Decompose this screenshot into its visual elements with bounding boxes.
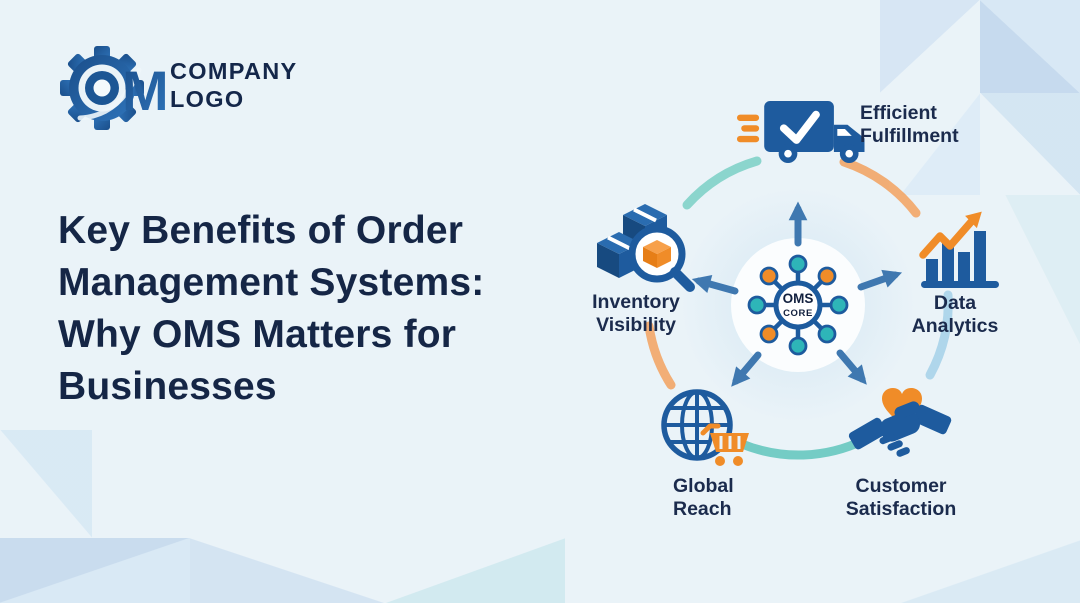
company-logo: M COMPANY LOGO [52,42,382,137]
company-name: COMPANY LOGO [170,57,297,114]
shopping-cart-icon [700,423,749,466]
magnifier-icon [628,225,695,292]
benefit-label-inventory-visibility: Inventory Visibility [592,291,680,336]
logo-monogram-letter: M [122,59,169,122]
background-triangle [385,538,565,603]
company-name-line1: COMPANY [170,58,298,84]
handshake-heart-icon [848,388,952,457]
company-name-line2: LOGO [170,86,245,113]
oms-benefits-diagram: OMS CORE [555,75,1080,603]
globe-shopping-cart-icon [661,389,749,466]
hub-arrows [691,201,903,387]
gear-monogram-icon: M [60,46,169,130]
benefit-label-efficient-fulfillment: Efficient Fulfillment [860,102,959,147]
arrow-to-global [731,351,762,387]
delivery-truck-check-icon [737,101,865,164]
background-triangle [0,430,92,538]
background-triangle [0,538,190,603]
hub-core-label-line1: OMS [783,291,814,306]
benefit-label-data-analytics: Data Analytics [911,292,999,337]
arrow-to-analytics [857,269,903,291]
arrow-to-satisfaction [836,349,867,385]
background-triangle [190,538,385,603]
benefit-label-global-reach: Global Reach [673,475,734,520]
oms-core-hub-icon: OMS CORE [747,254,849,356]
inventory-boxes-magnifier-icon [597,204,695,292]
growth-bar-chart-icon [919,211,999,288]
hub-core-label-line2: CORE [783,308,813,319]
arrow-to-inventory [691,275,739,295]
connector-ring [644,156,953,460]
benefit-label-customer-satisfaction: Customer Satisfaction [845,475,957,520]
page-title: Key Benefits of Order Management Systems… [58,209,485,408]
